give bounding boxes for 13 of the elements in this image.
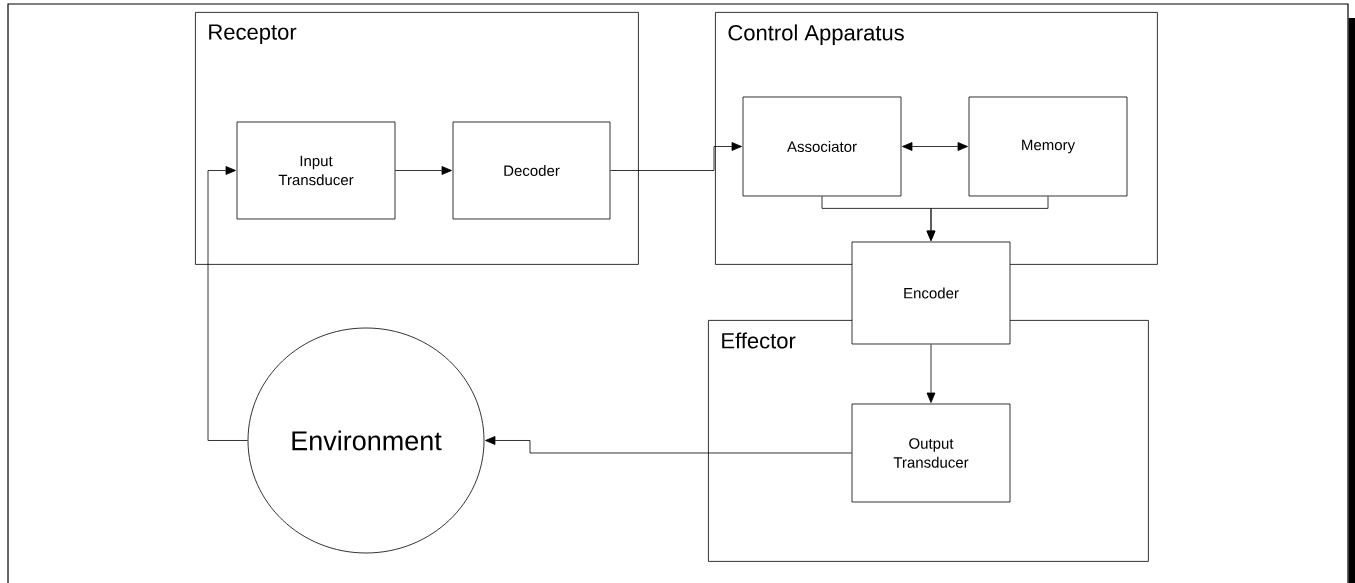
arrow (926, 344, 936, 403)
arrow (926, 196, 1049, 241)
arrow (395, 166, 452, 175)
arrow (610, 142, 742, 171)
arrow (485, 436, 852, 454)
process-box: Associator (742, 96, 902, 197)
process-box: Input Transducer (236, 121, 396, 220)
process-box: Memory (968, 96, 1128, 197)
process-box: Output Transducer (851, 403, 1011, 503)
process-box: Decoder (452, 121, 611, 220)
arrow (207, 166, 248, 441)
process-box: Encoder (851, 241, 1011, 345)
arrow (902, 142, 968, 151)
